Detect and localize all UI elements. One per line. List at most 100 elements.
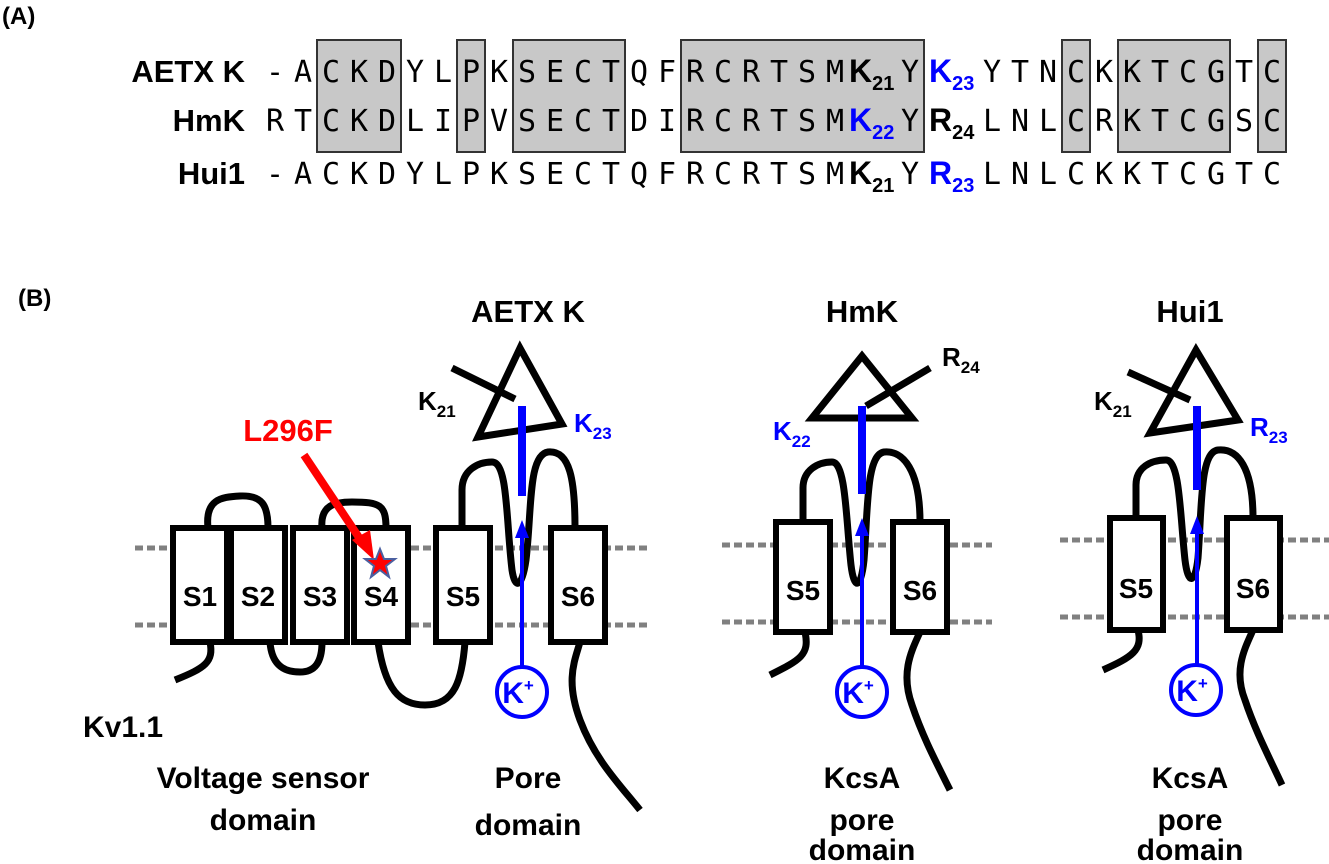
residue: C xyxy=(714,157,732,192)
residue: T xyxy=(770,157,788,192)
residue: Y xyxy=(901,55,919,90)
residue: M xyxy=(826,104,844,139)
residue: Y xyxy=(983,55,1001,90)
n-terminus xyxy=(768,631,810,679)
helix-s5 xyxy=(433,525,493,645)
helix-s6 xyxy=(548,525,608,645)
vs-domain-label-2: domain xyxy=(210,804,317,837)
toxin-side-chain-k21 xyxy=(450,364,517,403)
residue: Y xyxy=(901,157,919,192)
residue-label-k22: K22 xyxy=(773,416,811,451)
residue: G xyxy=(1207,55,1225,90)
arrowhead-icon xyxy=(855,518,869,536)
residue: C xyxy=(1067,104,1085,139)
seq-name-hui1: Hui1 xyxy=(178,156,245,191)
residue: Q xyxy=(630,157,648,192)
residue: K xyxy=(1095,157,1113,192)
residue: G xyxy=(1207,157,1225,192)
residue: R xyxy=(686,104,705,139)
residue: C xyxy=(1067,55,1085,90)
residue: S xyxy=(798,55,816,90)
panel-a-label: (A) xyxy=(2,3,35,30)
residue: C xyxy=(1263,104,1281,139)
residue: Y xyxy=(901,104,919,139)
residue: S xyxy=(1235,104,1253,139)
residue: S xyxy=(518,157,536,192)
residue: - xyxy=(266,157,284,192)
residue: C xyxy=(1067,157,1085,192)
residue-label-k23: K23 xyxy=(574,408,612,443)
residue: P xyxy=(462,104,480,139)
residue: K xyxy=(350,157,368,192)
domain-label-1: KcsA xyxy=(824,762,901,795)
residue: M xyxy=(826,55,844,90)
c-terminus xyxy=(568,641,643,813)
residue: L xyxy=(1039,104,1057,139)
ion-label: K+ xyxy=(1176,674,1208,708)
residue: C xyxy=(1179,157,1197,192)
residue: K xyxy=(1123,157,1141,192)
residue: L xyxy=(1039,157,1057,192)
residue: T xyxy=(1235,157,1253,192)
pore-domain-label-2: domain xyxy=(475,809,582,842)
residue: R xyxy=(742,104,761,139)
n-terminus xyxy=(173,641,215,684)
highlighted-residue: R24 xyxy=(929,102,975,144)
seq-name-aetxk: AETX K xyxy=(131,54,245,89)
residue: Q xyxy=(630,55,648,90)
residue: L xyxy=(983,157,1001,192)
helix-s6 xyxy=(1224,515,1283,633)
conserved-block xyxy=(1257,39,1287,153)
residue: T xyxy=(1235,55,1253,90)
c-terminus xyxy=(903,630,954,792)
ion-label: K+ xyxy=(502,676,534,710)
residue-label-k21: K21 xyxy=(1094,386,1132,421)
panel-b-label: (B) xyxy=(18,285,51,312)
potassium-ion-icon xyxy=(835,665,889,719)
residue: R xyxy=(686,157,705,192)
residue: S xyxy=(518,104,536,139)
domain-label-2: pore xyxy=(1157,804,1222,837)
residue: I xyxy=(434,104,452,139)
residue: F xyxy=(658,55,676,90)
helix-label-s1: S1 xyxy=(183,581,217,612)
pore-loop xyxy=(1132,446,1257,582)
s4-s5-loop xyxy=(374,641,469,709)
highlighted-residue: K21 xyxy=(849,53,894,95)
s3-s4-loop xyxy=(318,498,390,529)
n-terminus xyxy=(1101,629,1143,674)
arrowhead-icon xyxy=(1190,516,1204,534)
mutation-arrow xyxy=(300,452,368,548)
residue: A xyxy=(294,157,312,192)
residue: T xyxy=(294,104,312,139)
conserved-block xyxy=(512,39,626,153)
helix-s5 xyxy=(1107,515,1166,633)
highlighted-residue: K21 xyxy=(849,155,894,197)
residue: N xyxy=(1011,104,1029,139)
residue: T xyxy=(1011,55,1029,90)
ion-label: K+ xyxy=(842,676,874,710)
residue: D xyxy=(378,104,396,139)
s2-s3-loop xyxy=(266,641,326,676)
residue: T xyxy=(1151,55,1169,90)
residue: S xyxy=(798,104,816,139)
residue: T xyxy=(770,55,788,90)
residue: C xyxy=(1179,55,1197,90)
residue: N xyxy=(1039,55,1057,90)
residue: F xyxy=(658,157,676,192)
c-terminus xyxy=(1236,628,1286,787)
residue: C xyxy=(322,157,340,192)
residue: C xyxy=(322,55,340,90)
pore-loop xyxy=(799,448,924,587)
helix-label-s5: S5 xyxy=(446,581,480,612)
residue: C xyxy=(574,157,592,192)
residue: K xyxy=(350,55,368,90)
residue: Y xyxy=(406,55,424,90)
residue: A xyxy=(294,55,312,90)
residue: M xyxy=(826,157,844,192)
conserved-block xyxy=(456,39,486,153)
helix-label-s3: S3 xyxy=(303,581,337,612)
residue: C xyxy=(574,55,592,90)
